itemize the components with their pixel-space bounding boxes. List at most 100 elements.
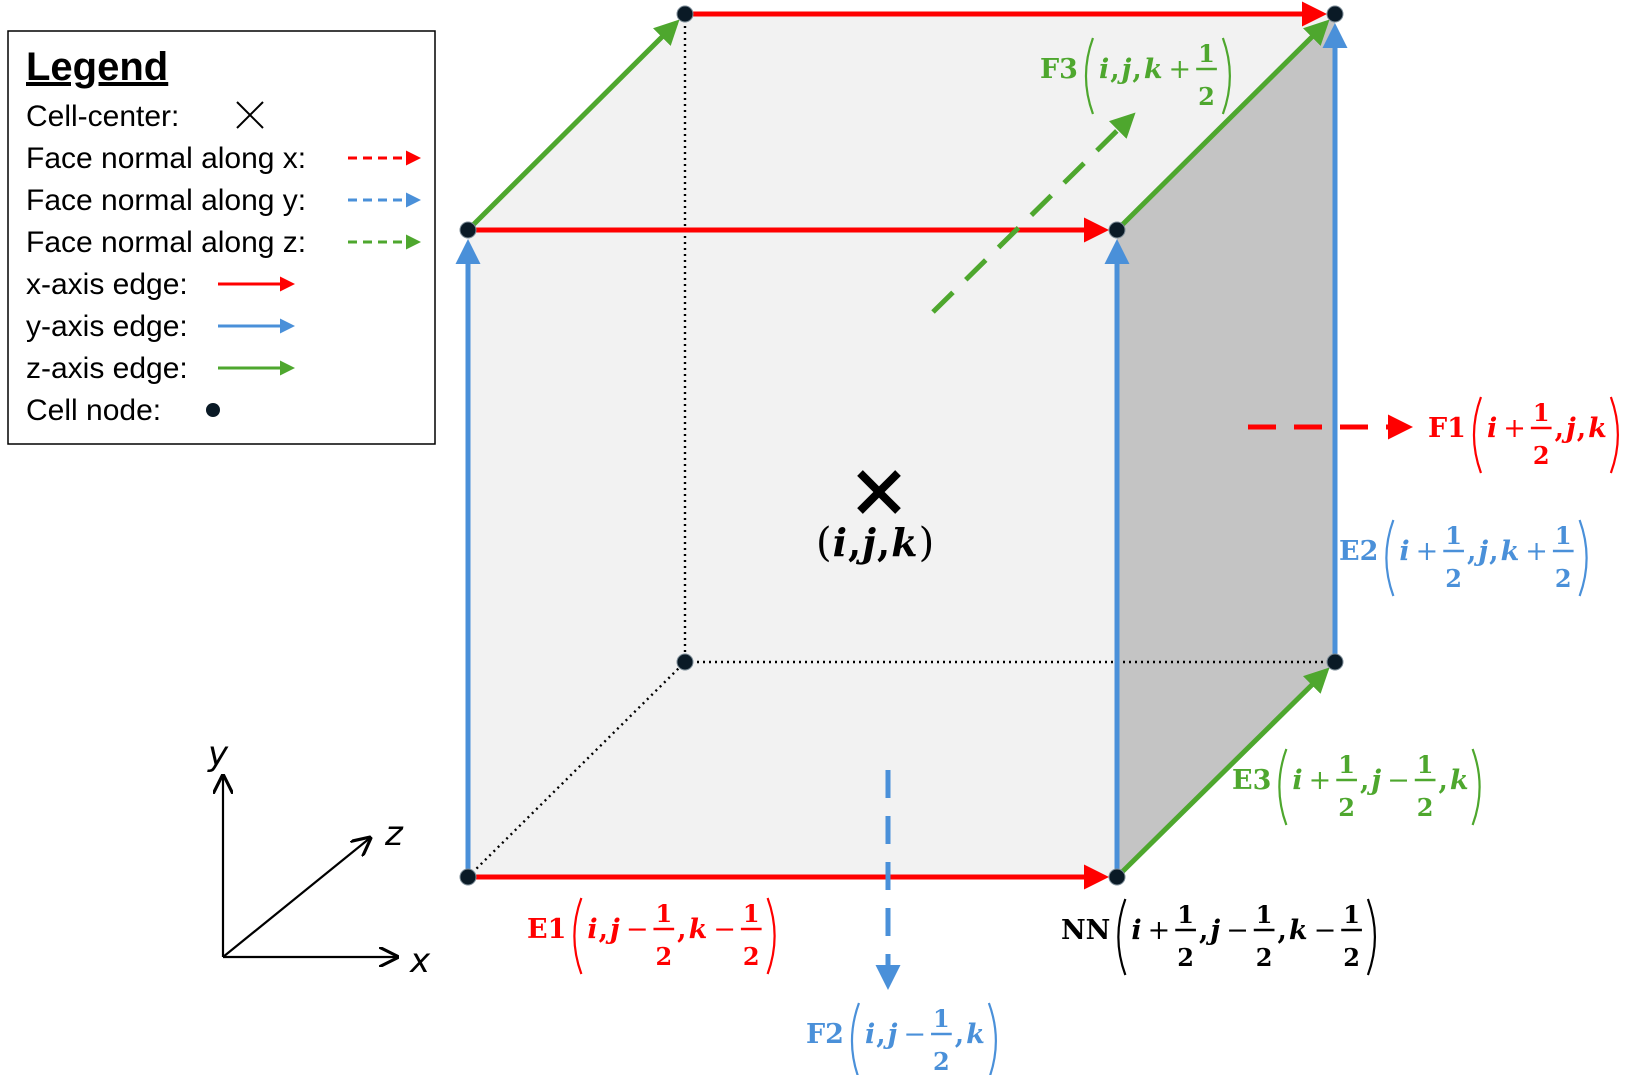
center-label-part: k (891, 520, 917, 565)
operator: + (1309, 765, 1332, 796)
cell-node-NN (1108, 868, 1126, 886)
label-name: F2 (806, 1019, 844, 1050)
comma: , (955, 1019, 964, 1050)
cell-node (1108, 221, 1126, 239)
axes-triad: x y z (207, 734, 431, 981)
index-symbol: k (1501, 536, 1520, 567)
comma: , (1360, 765, 1369, 796)
operator: + (1416, 536, 1439, 567)
index-symbol: k (1450, 765, 1469, 796)
operator: + (1169, 54, 1192, 85)
comma: , (876, 1019, 885, 1050)
index-symbol: i (1487, 413, 1497, 444)
z-axis-edges (466, 19, 1330, 879)
legend: Legend Cell-center: Face normal along x:… (7, 30, 436, 445)
cell-nodes (459, 5, 1344, 886)
cell-node (1326, 5, 1344, 23)
face-normal-F3 (931, 112, 1136, 314)
front-face (468, 230, 1117, 877)
fraction-numerator: 1 (1417, 750, 1434, 779)
y-axis-edges (455, 23, 1348, 877)
label-name: F3 (1040, 54, 1078, 85)
center-label-part: ( (816, 520, 832, 566)
comma: , (1199, 915, 1208, 946)
legend-label-face-normal-x: Face normal along x: (26, 142, 306, 175)
comma: , (1467, 536, 1476, 567)
fraction-numerator: 1 (743, 899, 760, 928)
comma: , (1577, 413, 1586, 444)
center-label-part: , (877, 520, 890, 565)
index-symbol: k (966, 1019, 985, 1050)
z-axis-arrow (222, 838, 370, 958)
legend-label-face-normal-y: Face normal along y: (26, 184, 306, 217)
legend-label-x-axis-edge: x-axis edge: (26, 268, 188, 301)
operator: + (1148, 915, 1171, 946)
open-paren (1385, 519, 1395, 597)
comma: , (1555, 413, 1564, 444)
comma: , (1277, 915, 1286, 946)
open-paren (1084, 37, 1095, 115)
index-symbol: i (1099, 54, 1109, 85)
close-paren (1221, 37, 1231, 115)
fraction-denominator: 2 (743, 942, 760, 971)
comma: , (1489, 536, 1498, 567)
close-paren (766, 897, 776, 975)
legend-label-cell-center: Cell-center: (26, 100, 179, 133)
cell-node (459, 868, 477, 886)
close-paren (1609, 396, 1619, 474)
label-name: F1 (1428, 413, 1466, 444)
fraction-numerator: 1 (1445, 521, 1462, 550)
fraction-denominator: 2 (1417, 793, 1434, 822)
comma: , (1110, 54, 1119, 85)
operator: + (1525, 536, 1548, 567)
cell-center-marker (857, 470, 901, 514)
operator: + (1503, 413, 1526, 444)
label-name: E3 (1232, 765, 1271, 796)
open-paren (1278, 748, 1288, 826)
legend-label-z-axis-edge: z-axis edge: (26, 352, 188, 385)
open-paren (1117, 898, 1127, 976)
index-symbol: k (689, 914, 708, 945)
fraction-numerator: 1 (1343, 900, 1360, 929)
legend-title: Legend (26, 45, 168, 89)
z-edge-E3 (1115, 667, 1330, 879)
operator: − (713, 914, 736, 945)
index-symbol: k (1289, 915, 1308, 946)
legend-label-y-axis-edge: y-axis edge: (26, 310, 188, 343)
z-edge-top-right (1115, 19, 1330, 232)
label-name: NN (1061, 915, 1110, 946)
comma: , (1132, 54, 1141, 85)
comma: , (677, 914, 686, 945)
label-name: E2 (1339, 536, 1378, 567)
label-name: E1 (527, 914, 566, 945)
hidden-edges (467, 14, 1335, 878)
center-label-part: ) (919, 520, 935, 566)
index-symbol: i (865, 1019, 875, 1050)
fraction-numerator: 1 (655, 899, 672, 928)
z-axis-letter: z (384, 814, 404, 854)
fraction-numerator: 1 (1338, 750, 1355, 779)
fraction-numerator: 1 (933, 1004, 950, 1033)
close-paren (1471, 748, 1481, 826)
operator: − (626, 914, 649, 945)
open-paren (850, 1002, 861, 1075)
fraction-denominator: 2 (655, 942, 672, 971)
operator: − (1314, 915, 1337, 946)
operator: − (1226, 915, 1249, 946)
fraction-denominator: 2 (1343, 943, 1360, 972)
fraction-numerator: 1 (1256, 900, 1273, 929)
legend-label-cell-node: Cell node: (26, 394, 161, 427)
fraction-denominator: 2 (1555, 564, 1572, 593)
x-axis-letter: x (409, 941, 431, 981)
open-paren (573, 897, 583, 975)
index-symbol: i (1292, 765, 1302, 796)
fraction-denominator: 2 (1198, 82, 1215, 111)
x-axis-edges (468, 1, 1327, 890)
operator: − (1387, 765, 1410, 796)
